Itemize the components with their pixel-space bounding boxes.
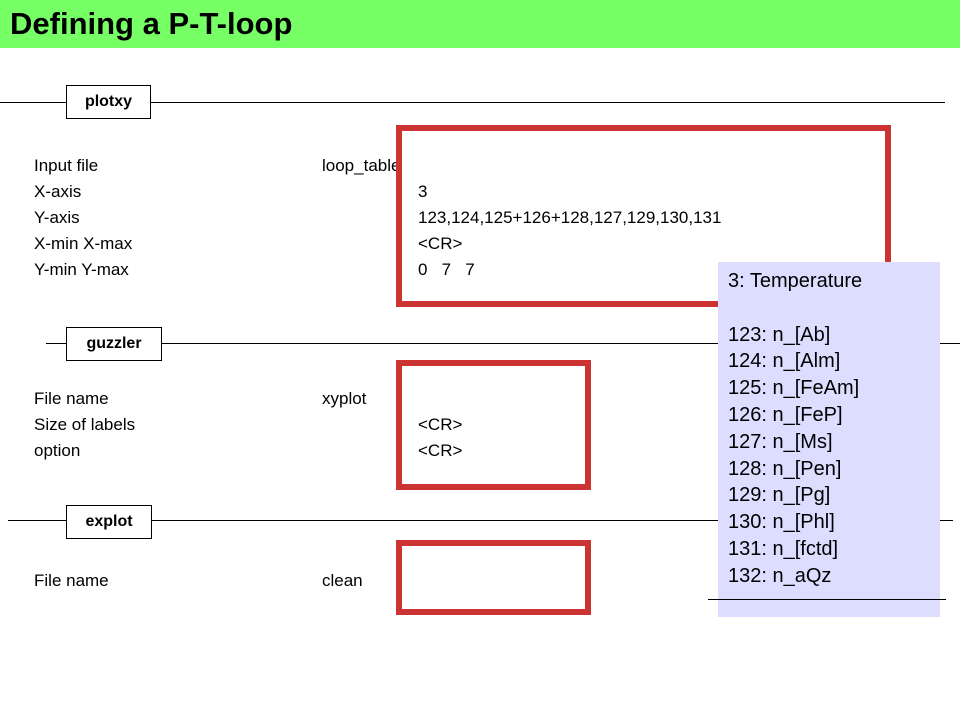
legend-item: 128: n_[Pen]: [728, 457, 842, 480]
legend-spacer: [728, 295, 940, 322]
legend-header: 3: Temperature: [728, 270, 863, 292]
title-bar: Defining a P-T-loop: [0, 0, 960, 48]
overlay-divider-line: [708, 599, 946, 600]
field-value-file-name: xyplot: [322, 389, 367, 408]
legend-item: 126: n_[FeP]: [728, 403, 843, 426]
field-value-y-range: 0 7 7: [418, 260, 475, 279]
section-divider-guzzler: [46, 343, 960, 344]
field-value-x-range: <CR>: [418, 234, 463, 253]
field-value-option: <CR>: [418, 441, 463, 460]
field-label-input-file: Input file: [34, 156, 99, 175]
field-value-y-axis: 123,124,125+126+128,127,129,130,131: [418, 208, 722, 227]
legend-item: 130: n_[Phl]: [728, 511, 835, 534]
field-label-size-of-labels: Size of labels: [34, 415, 136, 434]
legend-item: 125: n_[FeAm]: [728, 377, 860, 400]
field-label-y-range: Y-min Y-max: [34, 260, 129, 279]
legend-item: 131: n_[fctd]: [728, 537, 839, 560]
legend-item: 127: n_[Ms]: [728, 430, 833, 453]
legend-item: 123: n_[Ab]: [728, 323, 831, 346]
highlight-box-plotxy: [396, 125, 891, 307]
field-label-x-axis: X-axis: [34, 182, 82, 201]
section-label-plotxy: plotxy: [66, 85, 151, 119]
legend-item: 132: n_aQz: [728, 564, 832, 587]
field-label-file-name: File name: [34, 389, 109, 408]
field-value-explot-file-name: clean: [322, 571, 363, 590]
field-label-explot-file-name: File name: [34, 571, 109, 590]
highlight-box-explot: [396, 540, 591, 615]
legend-item: 124: n_[Alm]: [728, 350, 841, 373]
section-divider-explot: [8, 520, 953, 521]
field-value-input-file: loop_table: [322, 156, 401, 175]
page-title: Defining a P-T-loop: [10, 6, 293, 41]
section-divider-plotxy: [0, 102, 945, 103]
field-label-y-axis: Y-axis: [34, 208, 80, 227]
highlight-box-guzzler: [396, 360, 591, 490]
field-value-size-of-labels: <CR>: [418, 415, 463, 434]
legend-item: 129: n_[Pg]: [728, 484, 831, 507]
column-legend-panel: 3: Temperature 123: n_[Ab] 124: n_[Alm] …: [718, 262, 940, 617]
section-label-explot: explot: [66, 505, 152, 539]
field-label-x-range: X-min X-max: [34, 234, 133, 253]
section-label-guzzler: guzzler: [66, 327, 162, 361]
field-value-x-axis: 3: [418, 182, 428, 201]
field-label-option: option: [34, 441, 81, 460]
